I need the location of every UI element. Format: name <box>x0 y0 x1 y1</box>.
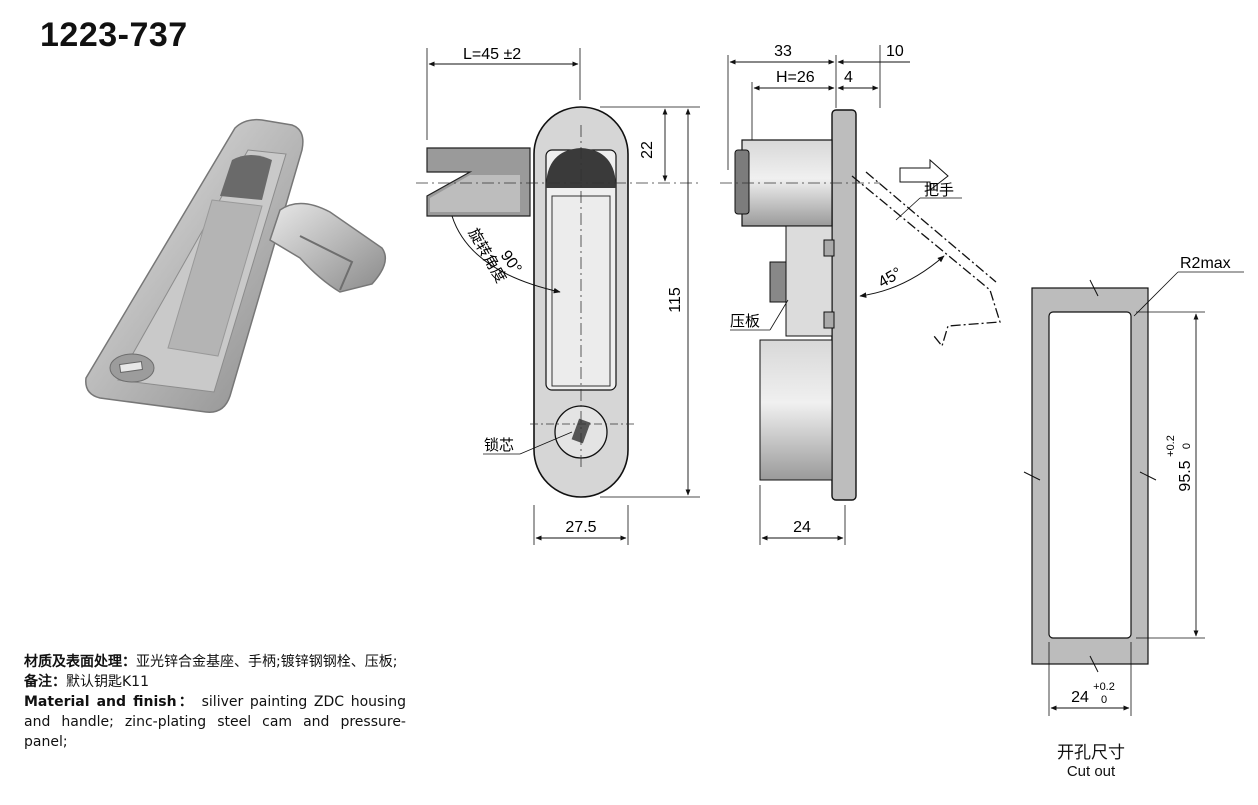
angle-45-label: 45° <box>876 265 905 292</box>
product-code: 1223-737 <box>40 16 188 54</box>
zh-remark-text: 默认钥匙K11 <box>66 674 149 690</box>
zh-remark-note: 备注：默认钥匙K11 <box>24 672 406 692</box>
zh-material-label: 材质及表面处理： <box>24 654 136 670</box>
dim-side-bottom: 24 <box>793 519 811 536</box>
dim-height: 115 <box>667 287 684 313</box>
en-material-label: Material and finish： <box>24 694 195 710</box>
radius-label: R2max <box>1180 255 1231 272</box>
dim-width-L: L=45 ±2 <box>463 46 521 63</box>
dim-gap: 4 <box>844 69 853 86</box>
cutout-caption: 开孔尺寸 Cut out <box>1036 738 1146 780</box>
cutout-caption-en: Cut out <box>1066 763 1116 780</box>
side-view <box>720 109 1001 501</box>
zh-remark-label: 备注： <box>24 674 66 690</box>
cutout-panel <box>1023 279 1157 673</box>
cutout-caption-zh: 开孔尺寸 <box>1057 743 1125 763</box>
dim-overall-depth: 33 <box>774 43 792 60</box>
cutout-width-tol-upper: +0.2 <box>1093 681 1115 693</box>
cutout-height: 95.5 <box>1177 460 1194 491</box>
front-view <box>416 106 700 498</box>
product-photo <box>85 118 387 413</box>
cutout-width-tol-lower: 0 <box>1101 694 1107 706</box>
dim-top-offset: 22 <box>639 141 656 159</box>
cutout-height-tol-upper: +0.2 <box>1165 435 1177 457</box>
plate-label: 压板 <box>730 312 760 330</box>
lock-core-label: 锁芯 <box>484 437 514 454</box>
dim-h: H=26 <box>776 69 815 86</box>
cutout-dimensions: R2max 95.5 +0.2 0 24 +0.2 0 <box>1048 255 1244 716</box>
dim-right-offset: 10 <box>886 43 904 60</box>
dim-bottom-width: 27.5 <box>565 519 596 536</box>
zh-material-note: 材质及表面处理：亚光锌合金基座、手柄;镀锌钢钢栓、压板; <box>24 652 406 672</box>
cutout-width: 24 <box>1071 689 1089 706</box>
material-notes: 材质及表面处理：亚光锌合金基座、手柄;镀锌钢钢栓、压板; 备注：默认钥匙K11 … <box>24 652 406 752</box>
en-material-text: siliver painting ZDC housing and handle;… <box>24 694 406 750</box>
cutout-height-tol-lower: 0 <box>1181 443 1193 449</box>
en-material-note: Material and finish： siliver painting ZD… <box>24 692 406 752</box>
zh-material-text: 亚光锌合金基座、手柄;镀锌钢钢栓、压板; <box>136 654 398 670</box>
handle-label: 把手 <box>924 182 954 199</box>
side-view-dimensions: 33 10 H=26 4 45° 把手 压板 24 <box>727 43 962 545</box>
